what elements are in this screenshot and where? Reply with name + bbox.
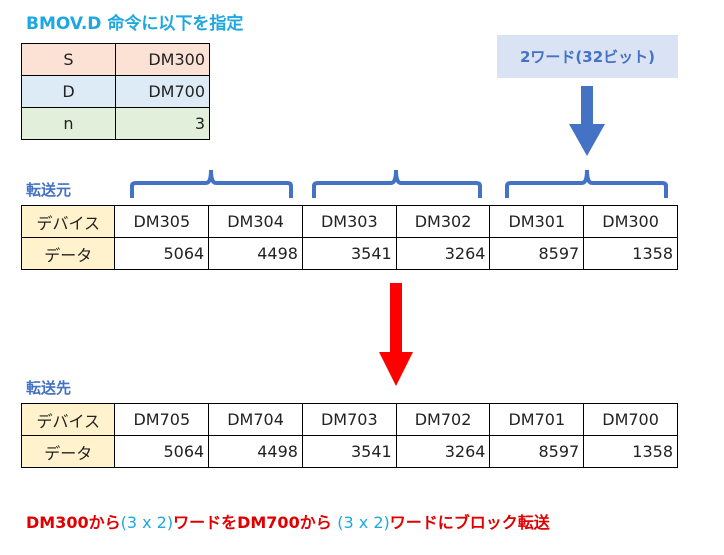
value-cell: 1358 (583, 435, 678, 468)
value-cell: 4498 (208, 237, 303, 270)
device-cell: DM303 (301, 205, 397, 238)
row-label: デバイス (20, 403, 116, 436)
device-cell: DM700 (583, 403, 678, 436)
value-cell: 3541 (301, 237, 397, 270)
value-cell: 3264 (395, 435, 491, 468)
device-cell: DM705 (114, 403, 210, 436)
row-label: デバイス (20, 205, 116, 238)
value-cell: 4498 (208, 435, 303, 468)
summary-text: DM300から(3 x 2)ワードをDM700から (3 x 2)ワードにブロッ… (26, 513, 550, 532)
dest-label: 転送先 (26, 379, 72, 397)
brace-1 (130, 169, 293, 198)
device-cell: DM300 (583, 205, 678, 238)
red-down-arrow (379, 283, 413, 386)
page-title: BMOV.D 命令に以下を指定 (26, 14, 244, 34)
brace-2 (312, 169, 482, 198)
source-label: 転送元 (26, 181, 72, 199)
value-cell: 1358 (583, 237, 678, 270)
device-cell: DM304 (208, 205, 303, 238)
row-label: データ (20, 435, 116, 468)
device-cell: DM703 (301, 403, 397, 436)
value-cell: 3264 (395, 237, 491, 270)
value-cell: 5064 (114, 435, 210, 468)
device-cell: DM701 (489, 403, 585, 436)
device-cell: DM305 (114, 205, 210, 238)
word-size-label: 2ワード(32ビット) (497, 35, 678, 78)
value-cell: 8597 (489, 435, 585, 468)
device-cell: DM301 (489, 205, 585, 238)
value-cell: 5064 (114, 237, 210, 270)
blue-down-arrow (569, 86, 605, 156)
brace-3 (505, 169, 668, 198)
device-cell: DM704 (208, 403, 303, 436)
word-braces (130, 169, 668, 198)
device-cell: DM302 (395, 205, 491, 238)
row-label: データ (20, 237, 116, 270)
device-cell: DM702 (395, 403, 491, 436)
value-cell: 8597 (489, 237, 585, 270)
value-cell: 3541 (301, 435, 397, 468)
